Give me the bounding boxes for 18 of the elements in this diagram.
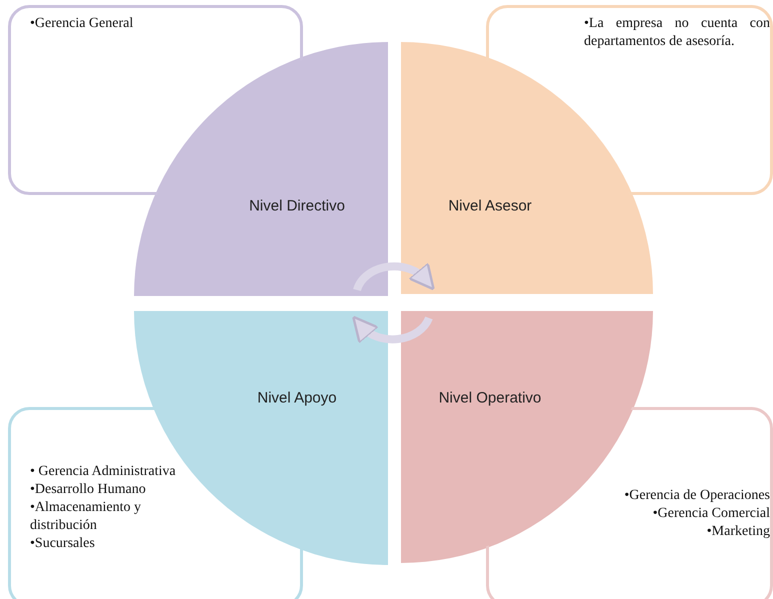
list-item: •Desarrollo Humano	[30, 481, 147, 499]
list-item: •Sucursales	[30, 535, 96, 553]
list-item: • Gerencia Administrativa	[30, 463, 177, 481]
quadrant-shape	[134, 42, 388, 296]
text-panel	[486, 407, 773, 599]
list-item: •Marketing	[706, 523, 770, 541]
level-label: Nivel Asesor	[448, 198, 532, 214]
level-label: Nivel Directivo	[249, 198, 345, 214]
list-item: •Gerencia General	[30, 15, 134, 33]
list-item: •Gerencia de Operaciones	[624, 487, 770, 505]
level-label: Nivel Operativo	[438, 390, 542, 406]
list-item: •Gerencia Comercial	[652, 505, 770, 523]
list-item: •Almacenamiento y distribución	[30, 499, 142, 535]
list-item: •La empresa no cuenta con departamentos de asesoría.	[584, 15, 770, 51]
level-label: Nivel Apoyo	[257, 390, 337, 406]
text-panel	[8, 407, 303, 599]
text-panel	[486, 5, 773, 195]
text-panel	[8, 5, 303, 195]
